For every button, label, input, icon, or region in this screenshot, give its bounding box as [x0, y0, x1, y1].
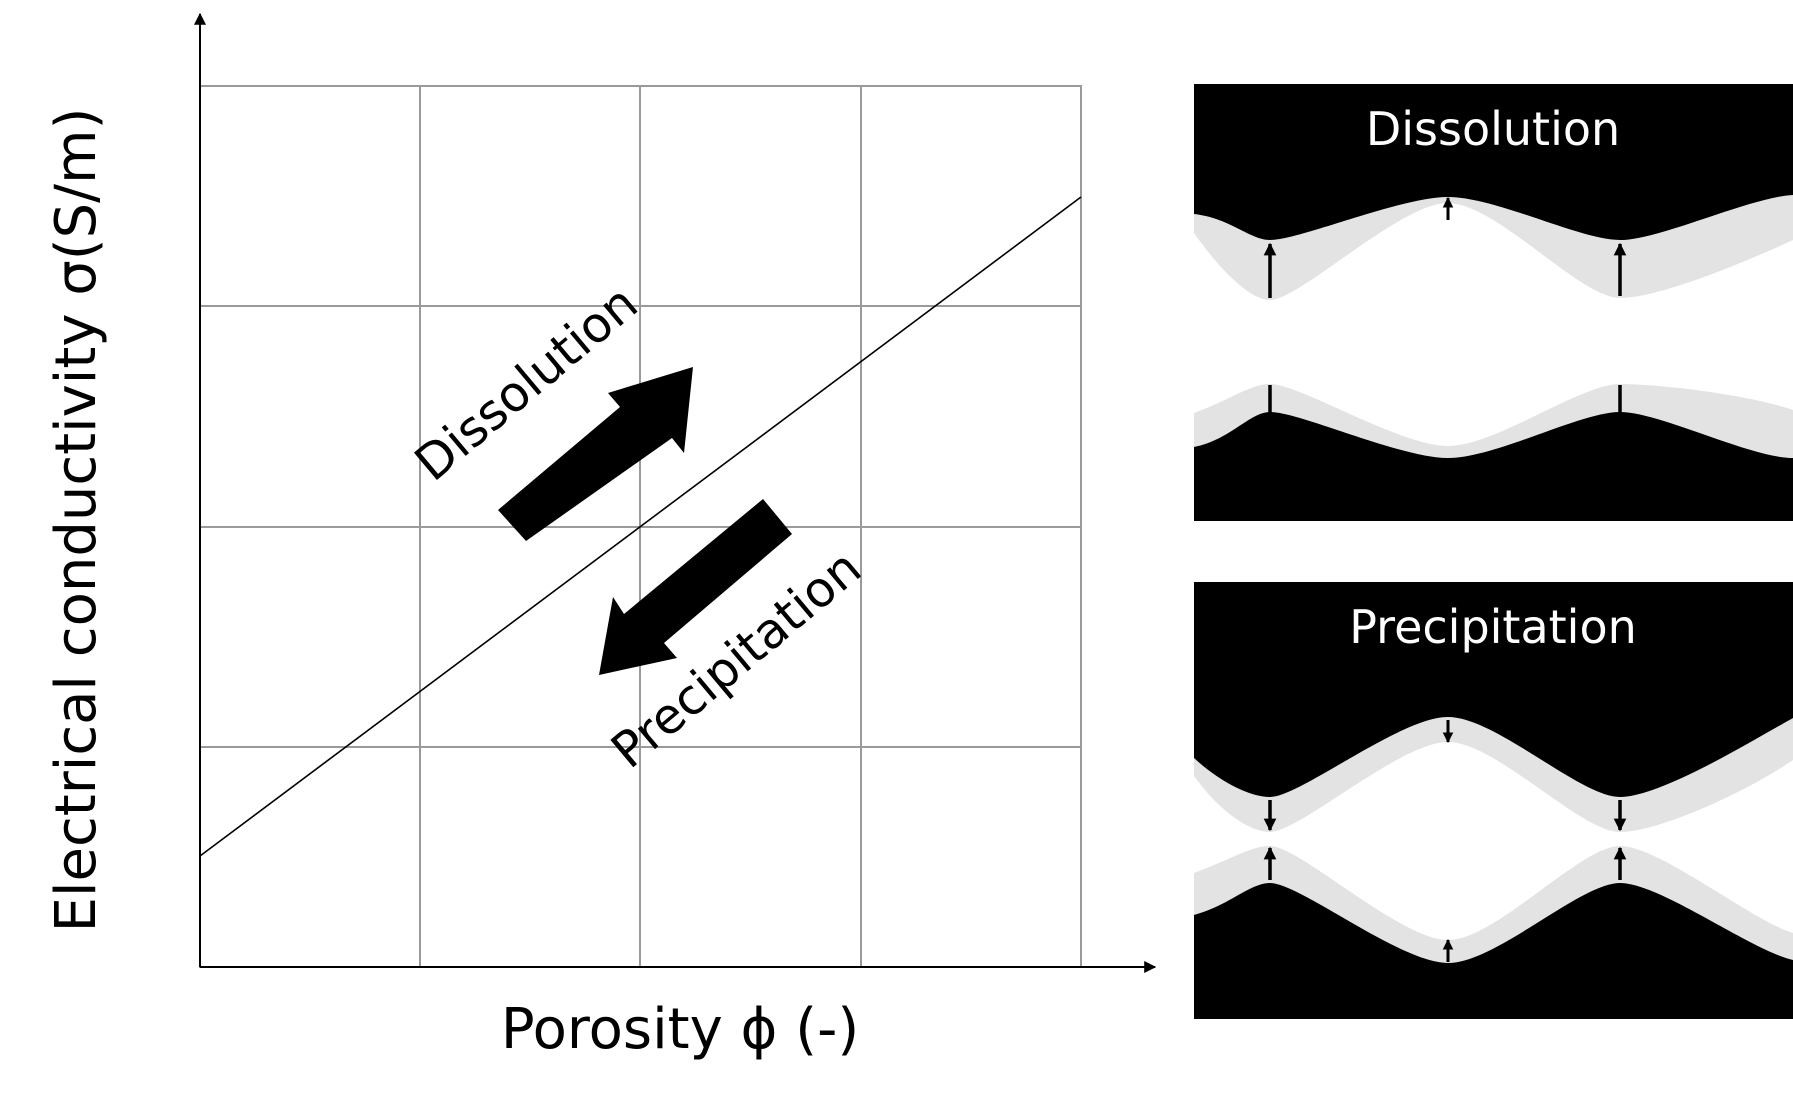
precipitation-pore-space	[1194, 742, 1793, 940]
dissolution-arrow	[498, 367, 693, 541]
precipitation-panel: Precipitation	[1194, 582, 1793, 1019]
y-axis-label: Electrical conductivity σ(S/m)	[44, 108, 109, 933]
trend-line	[199, 196, 1082, 857]
dissolution-pore-space	[1194, 203, 1793, 446]
dissolution-panel-title: Dissolution	[1366, 102, 1620, 156]
precipitation-panel-title: Precipitation	[1349, 600, 1637, 654]
dissolution-panel: Dissolution	[1194, 84, 1793, 521]
precipitation-arrow	[599, 499, 792, 675]
x-axis-label: Porosity ϕ (-)	[501, 997, 859, 1062]
